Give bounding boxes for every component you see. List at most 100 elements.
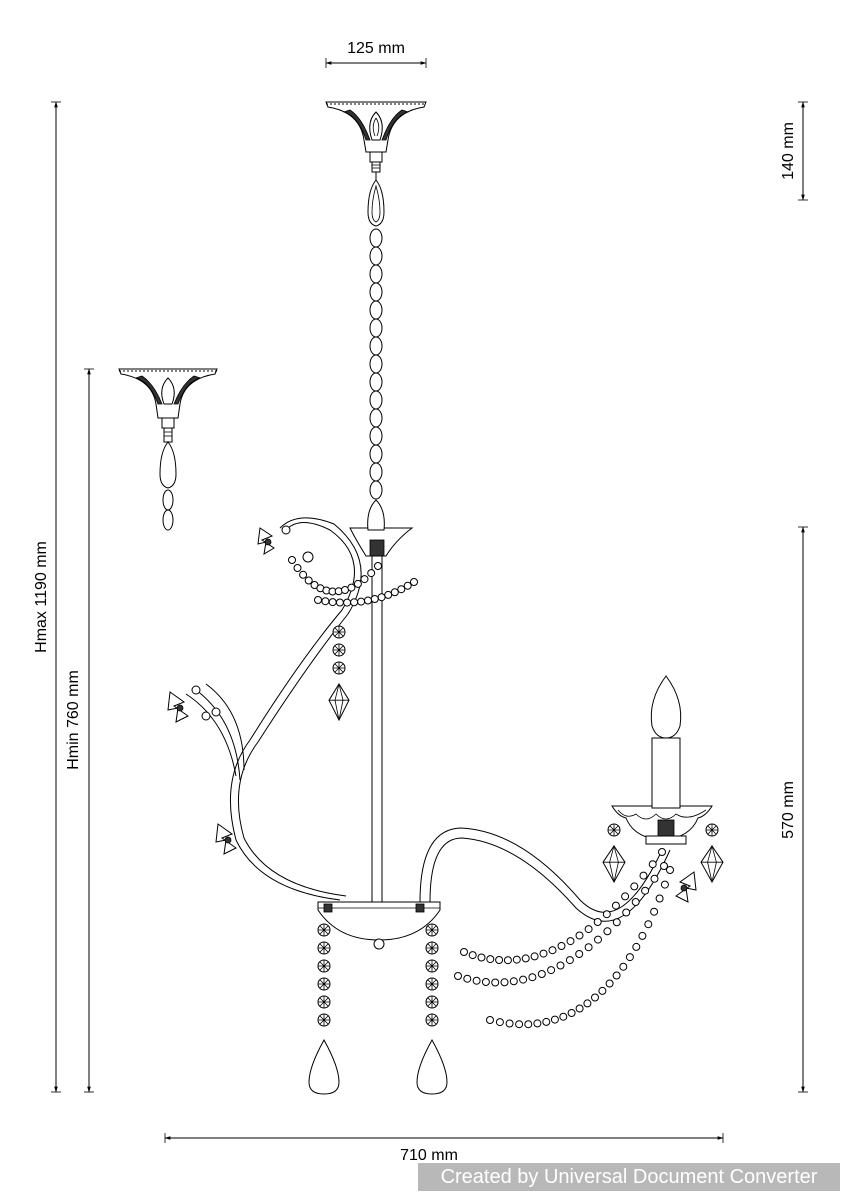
bead: [622, 908, 631, 917]
chain-link: [369, 426, 383, 446]
bead: [602, 910, 611, 919]
bead: [299, 570, 308, 579]
bead: [377, 593, 386, 602]
chain-link: [369, 390, 383, 410]
chain-link: [369, 372, 383, 392]
dimension-body-height: 570 mm: [780, 526, 808, 1093]
dimension-height-min: Hmin 760 mm: [65, 368, 94, 1093]
bead: [644, 920, 653, 929]
bead: [660, 880, 669, 889]
bead: [632, 942, 641, 951]
bead: [603, 927, 612, 936]
bead: [625, 953, 634, 962]
bead: [539, 949, 548, 958]
dimension-height-max: Hmax 1190 mm: [33, 101, 61, 1093]
dimension-overall-width: 710 mm: [164, 1133, 724, 1164]
bead: [472, 976, 481, 985]
bead: [524, 1020, 533, 1029]
chain-link: [369, 246, 383, 266]
bead: [350, 598, 359, 607]
chain-link: [369, 336, 383, 356]
bead: [630, 882, 639, 891]
bead: [481, 978, 490, 986]
bead: [621, 892, 630, 901]
right-candle-arm: [419, 827, 671, 922]
main-ceiling-canopy: [325, 101, 427, 227]
bead: [304, 576, 313, 585]
chain-link: [369, 228, 383, 248]
bottom-bowl: [317, 901, 441, 950]
bead: [655, 894, 664, 903]
chain-link: [369, 444, 383, 464]
bead: [593, 918, 602, 926]
bead: [565, 956, 574, 965]
bead: [486, 1016, 494, 1024]
height-max-label: Hmax 1190 mm: [33, 541, 50, 653]
bead: [367, 569, 376, 578]
bead: [334, 587, 343, 596]
left-decorative-arm: [185, 517, 362, 901]
bead: [505, 1019, 514, 1028]
bead: [374, 562, 382, 570]
bead: [293, 564, 302, 572]
bead: [360, 575, 369, 584]
bead: [542, 1017, 551, 1026]
bead: [575, 931, 584, 940]
bead: [310, 581, 319, 589]
bead: [397, 585, 406, 594]
bead: [468, 951, 477, 960]
bead: [650, 874, 659, 883]
bead: [639, 871, 648, 880]
bead: [491, 978, 500, 987]
bead: [384, 590, 393, 599]
dimension-canopy-height: 140 mm: [780, 101, 808, 201]
bead: [515, 1020, 524, 1029]
body-height-label: 570 mm: [780, 781, 797, 839]
bead: [612, 971, 621, 980]
canopy-height-label: 140 mm: [780, 122, 797, 180]
bead: [353, 579, 362, 588]
bead: [557, 942, 566, 950]
bead: [403, 581, 412, 590]
bead: [619, 962, 628, 971]
bead: [648, 860, 657, 869]
bead: [550, 1015, 559, 1024]
bead: [567, 1009, 576, 1017]
bead: [495, 1018, 504, 1027]
bead: [660, 862, 668, 870]
bead: [486, 955, 495, 964]
bead: [547, 966, 556, 975]
bead: [584, 943, 593, 952]
bead: [509, 977, 518, 986]
bead: [631, 898, 640, 906]
bead: [314, 596, 322, 604]
crystal-pendant: [602, 844, 626, 884]
crystal-pendant: [308, 1038, 340, 1095]
short-version-canopy: [118, 368, 218, 531]
bead: [390, 588, 399, 597]
bead: [530, 952, 539, 961]
chain-link: [369, 282, 383, 302]
bead: [503, 956, 512, 965]
chain-link: [369, 480, 383, 500]
chain-link: [369, 318, 383, 338]
chain-link: [369, 354, 383, 374]
bead: [556, 961, 565, 970]
bead: [591, 993, 599, 1002]
bead: [548, 946, 557, 955]
bead: [666, 866, 674, 874]
bead: [533, 1019, 542, 1028]
bead: [537, 970, 546, 978]
bead: [598, 986, 607, 995]
hanging-chain: [369, 228, 383, 500]
leaf-ornaments: [167, 527, 697, 903]
bead: [575, 950, 584, 958]
bead: [460, 948, 468, 956]
bead: [575, 1004, 584, 1013]
bead: [641, 886, 650, 895]
bead: [357, 597, 366, 606]
candle: [611, 675, 713, 845]
crystal-pendant: [700, 844, 724, 884]
bead: [321, 597, 330, 606]
